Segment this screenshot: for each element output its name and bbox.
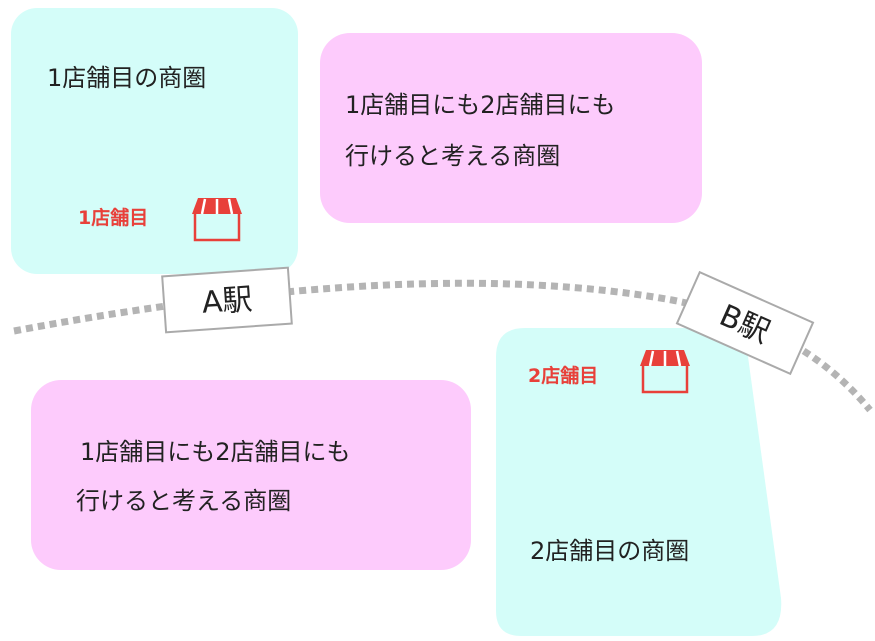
store2-label: 2店舗目 — [528, 364, 598, 387]
store1-label: 1店舗目 — [78, 206, 148, 229]
station-b-sign: B駅 — [675, 270, 815, 376]
overlap-bottom-line2: 行けると考える商圏 — [76, 487, 291, 515]
overlap-area-top — [320, 33, 702, 223]
store1-trade-area — [11, 8, 298, 274]
overlap-area-bottom — [31, 380, 471, 570]
station-a-sign: A駅 — [161, 266, 293, 334]
store2-area-label: 2店舗目の商圏 — [530, 537, 689, 565]
shop-icon — [192, 198, 242, 242]
railway-line — [13, 279, 873, 413]
shop-icon — [640, 350, 690, 394]
overlap-bottom-line1: 1店舗目にも2店舗目にも — [80, 438, 351, 466]
overlap-top-line1: 1店舗目にも2店舗目にも — [345, 91, 616, 119]
overlap-top-line2: 行けると考える商圏 — [345, 142, 560, 170]
station-a-label: A駅 — [201, 282, 254, 320]
store2-trade-area — [496, 328, 782, 636]
store1-area-label: 1店舗目の商圏 — [47, 64, 206, 92]
